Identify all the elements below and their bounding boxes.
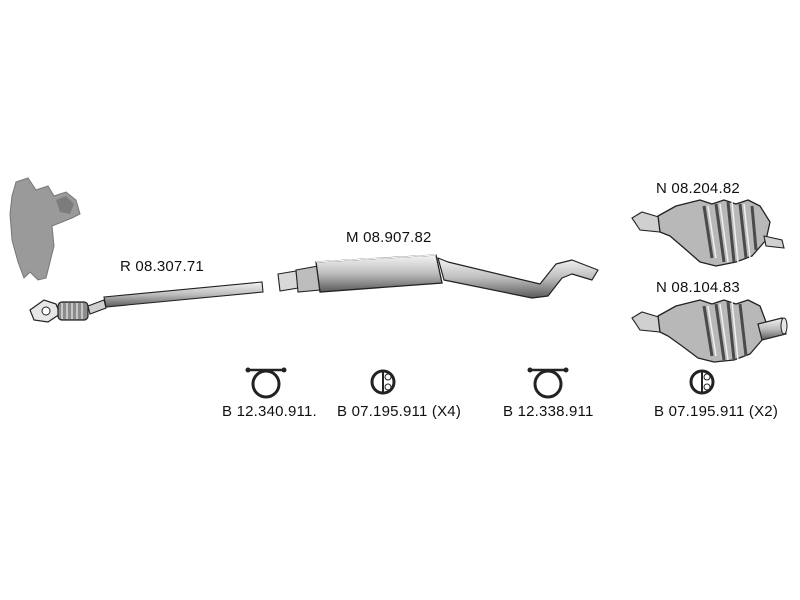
front-pipe-label: R 08.307.71 <box>120 258 204 275</box>
front-pipe <box>29 281 264 323</box>
rear-silencer-a-label: N 08.204.82 <box>656 180 740 197</box>
rear-silencer-b <box>631 299 788 363</box>
rear-silencer-b-label: N 08.104.83 <box>656 279 740 296</box>
clamp-1-label: B 12.340.911. <box>222 403 317 420</box>
rear-silencer-a <box>631 199 785 267</box>
clamp-2-label: B 07.195.911 (X4) <box>337 403 462 420</box>
clamp-4 <box>689 369 715 395</box>
clamp-1 <box>245 367 287 399</box>
clamp-3 <box>527 367 569 399</box>
clamp-4-label: B 07.195.911 (X2) <box>654 403 779 420</box>
clamp-2 <box>370 369 396 395</box>
middle-silencer <box>277 254 599 299</box>
clamp-3-label: B 12.338.911 <box>503 403 594 420</box>
catalytic-converter <box>9 177 81 281</box>
middle-silencer-label: M 08.907.82 <box>346 229 432 246</box>
